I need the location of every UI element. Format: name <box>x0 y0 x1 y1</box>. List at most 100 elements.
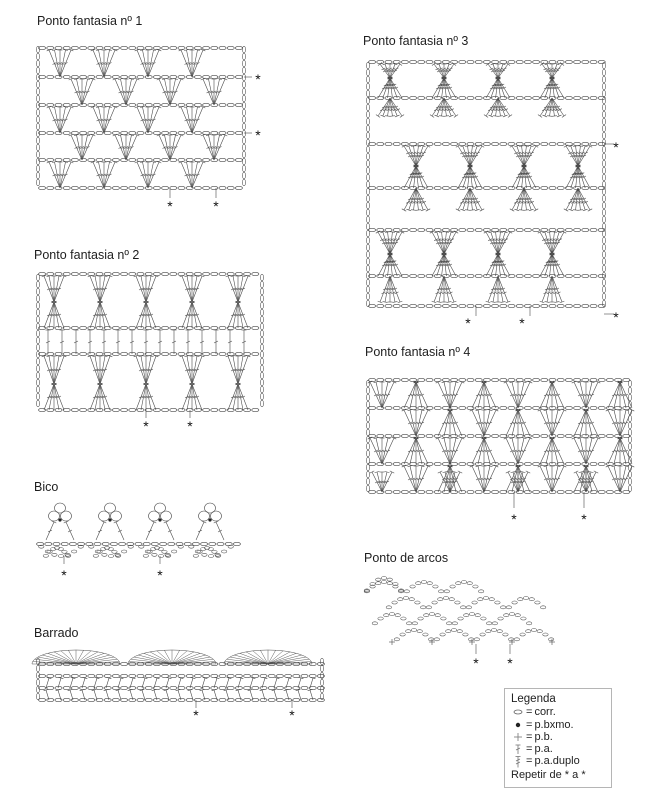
stitch-mark <box>450 437 464 464</box>
stitch-mark <box>375 471 382 492</box>
legend-label: corr. <box>534 706 555 718</box>
stitch-mark <box>104 106 112 133</box>
chain-row <box>369 434 630 437</box>
stitch-mark <box>408 465 416 492</box>
stitch-mark <box>510 381 518 408</box>
stitch-mark <box>46 330 51 354</box>
shell-fan <box>32 650 120 664</box>
chart-ponto-de-arcos: ** <box>358 574 558 674</box>
stitch-mark <box>126 134 139 160</box>
stitch-mark <box>612 465 620 492</box>
stitch-mark <box>382 437 396 464</box>
stitch-mark <box>96 161 104 188</box>
repeat-marker: * <box>61 567 67 583</box>
title-ponto-fantasia-4: Ponto fantasia nº 4 <box>365 345 470 359</box>
turning-chain <box>242 46 245 185</box>
repeat-marker: * <box>613 309 619 325</box>
slip-stitch-icon <box>511 719 525 730</box>
legend-label: p.bxmo. <box>534 719 573 731</box>
stitch-mark <box>544 409 552 436</box>
turning-chain <box>36 274 39 406</box>
stitch-mark <box>540 63 552 78</box>
chain-arc <box>394 629 434 641</box>
stitch-mark <box>214 78 227 105</box>
stitch-mark <box>552 465 566 492</box>
repeat-marker: * <box>507 655 513 671</box>
stitch-mark <box>60 106 73 133</box>
treble-crochet-icon <box>511 756 525 767</box>
stitch-mark <box>139 356 146 384</box>
repeat-marker: * <box>289 707 295 722</box>
chain-row <box>39 408 259 411</box>
stitch-mark <box>100 355 112 384</box>
stitch-mark <box>442 381 450 408</box>
stitch-mark <box>238 356 245 384</box>
title-ponto-fantasia-3: Ponto fantasia nº 3 <box>363 34 468 48</box>
chain-arc <box>139 545 184 557</box>
chain-row <box>369 304 606 307</box>
stitch-mark <box>374 437 382 464</box>
chain-arc <box>412 613 452 625</box>
legend-label: p.b. <box>534 731 552 743</box>
legend-item: =p.b. <box>511 731 605 743</box>
stitch-mark <box>148 50 156 77</box>
stitch-mark <box>144 330 149 354</box>
stitch-mark <box>130 330 135 354</box>
chart-ponto-fantasia-1: **** <box>30 38 270 218</box>
stitch-mark <box>484 409 498 436</box>
picot-flower <box>99 503 122 522</box>
repeat-marker: * <box>255 127 261 143</box>
stitch-diagram: **** <box>30 38 270 218</box>
legend-label: p.a. <box>534 743 552 755</box>
chain-arc <box>452 613 492 625</box>
stitch-mark <box>214 78 222 105</box>
chart-barrado: ** <box>30 642 330 722</box>
picot-flower <box>199 503 222 522</box>
stitch-mark <box>184 106 192 133</box>
stitch-mark <box>498 276 505 302</box>
chain-arc <box>444 581 484 593</box>
stitch-diagram: **** <box>358 54 628 330</box>
stitch-mark <box>52 50 60 77</box>
stitch-mark <box>47 356 54 384</box>
stitch-mark <box>104 50 112 77</box>
chart-ponto-fantasia-2: ** <box>30 266 270 438</box>
stitch-mark <box>100 275 112 302</box>
stitch-mark <box>82 134 95 160</box>
stitch-mark <box>140 106 148 133</box>
chain-arc <box>466 597 506 609</box>
repeat-marker: * <box>613 139 619 155</box>
chain-row <box>37 542 241 545</box>
stitch-mark <box>510 437 518 464</box>
stitch-mark <box>126 78 134 105</box>
stitch-mark <box>549 639 555 645</box>
stitch-mark <box>60 106 68 133</box>
turning-chain <box>36 658 39 699</box>
stitch-mark <box>104 49 117 77</box>
stitch-mark <box>118 134 126 160</box>
stitch-mark <box>184 161 192 188</box>
stitch-mark <box>382 381 396 408</box>
title-barrado: Barrado <box>34 626 78 640</box>
stitch-mark <box>74 134 82 160</box>
stitch-mark <box>192 106 200 133</box>
stitch-mark <box>432 63 444 78</box>
stitch-mark <box>185 356 192 384</box>
chain-row <box>39 326 259 329</box>
stitch-diagram: ** <box>362 372 637 534</box>
stitch-mark <box>139 276 146 302</box>
stitch-mark <box>164 521 174 540</box>
chain-arc <box>492 613 532 625</box>
repeat-marker: * <box>157 567 163 583</box>
stitch-mark <box>416 409 430 436</box>
legend-item: =corr. <box>511 706 605 718</box>
stitch-mark <box>378 63 390 78</box>
stitch-mark <box>192 356 199 384</box>
stitch-mark <box>192 355 204 384</box>
chain-row <box>369 406 630 409</box>
stitch-mark <box>146 355 158 384</box>
turning-chain <box>366 380 369 491</box>
stitch-mark <box>486 276 498 303</box>
stitch-mark <box>184 50 192 77</box>
stitch-mark <box>450 381 464 408</box>
